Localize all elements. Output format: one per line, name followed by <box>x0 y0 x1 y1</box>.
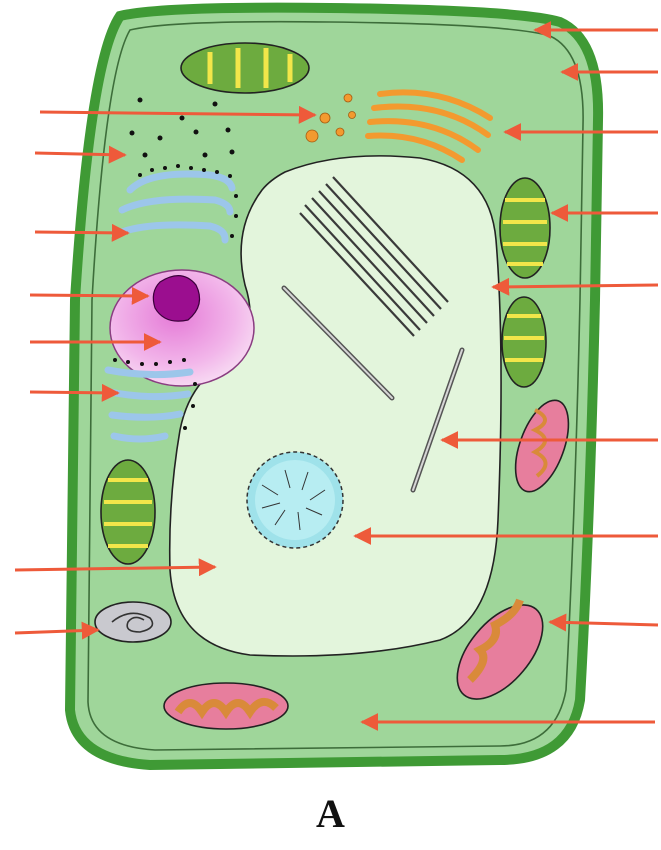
figure-label: A <box>0 790 661 837</box>
arrow-ribosomes <box>35 153 125 155</box>
chloroplast-top <box>181 43 309 93</box>
mitochondrion-bottom <box>164 683 288 729</box>
chloroplast-left <box>101 460 155 564</box>
crystal <box>247 452 343 548</box>
lysosome <box>95 602 171 642</box>
arrow-rough-er <box>35 232 128 233</box>
chloroplast-right-2 <box>502 297 546 387</box>
arrow-nucleolus <box>30 295 148 296</box>
arrow-tonoplast <box>493 285 658 287</box>
chloroplast-right-1 <box>500 178 550 278</box>
nucleolus <box>153 276 199 321</box>
arrow-smooth-er <box>30 392 118 393</box>
